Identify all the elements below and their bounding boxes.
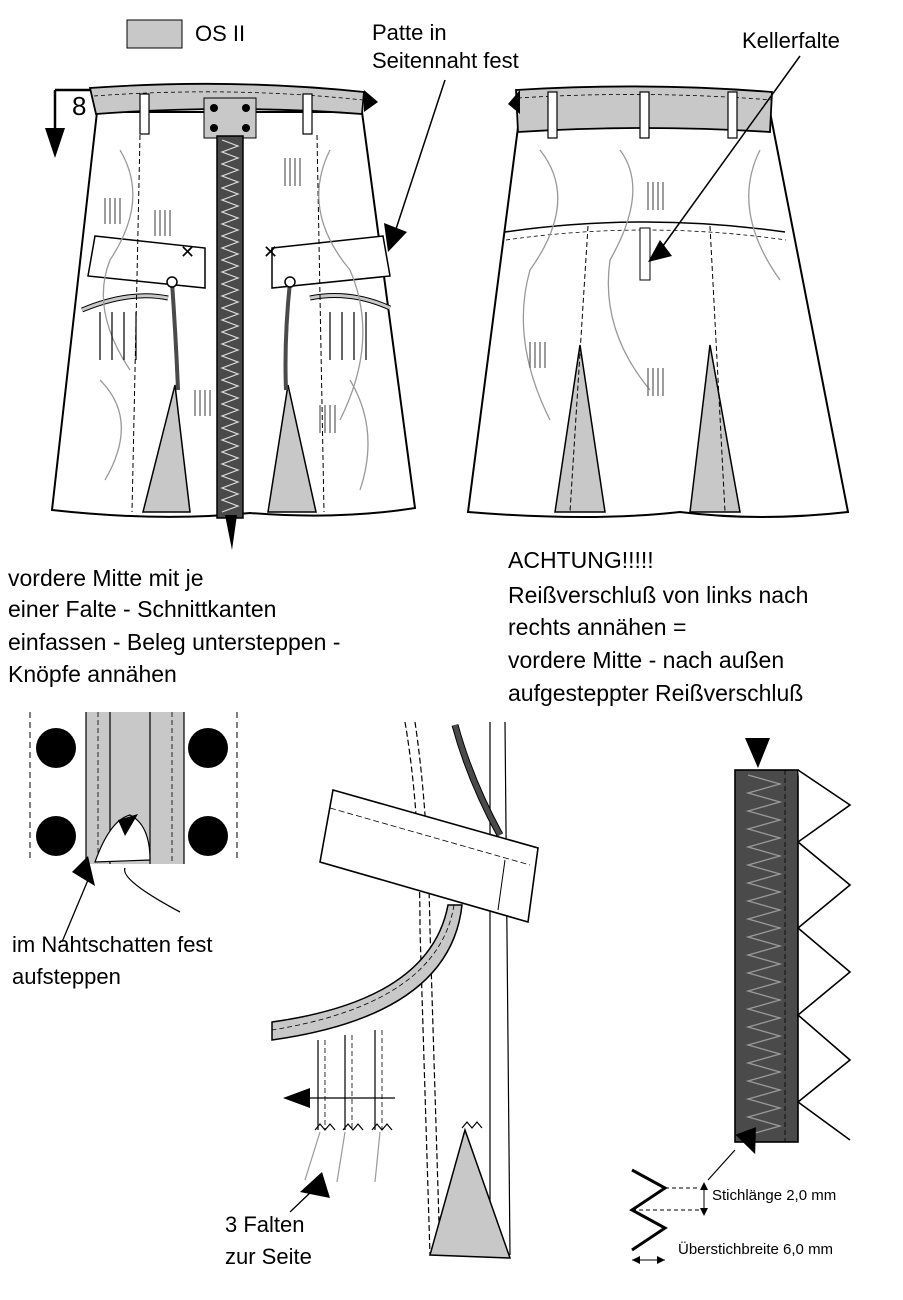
patte-line-1: Patte in [372,20,447,45]
warning-line-2: Reißverschluß von links nach [508,582,809,608]
legend-label: OS II [195,21,246,46]
stichlaenge-label: Stichlänge 2,0 mm [712,1187,837,1204]
ueberstich-label: Überstichbreite 6,0 mm [678,1241,834,1258]
front-note-1: vordere Mitte mit je [8,565,204,591]
warning-line-3: rechts annähen = [508,614,687,640]
pocket-band-detail [271,721,539,1259]
zipper-detail [707,738,852,1181]
warning-line-4: vordere Mitte - nach außen [508,647,785,673]
warning-line-5: aufgesteppter Reißverschluß [508,680,804,706]
nahtschatten-line-2: aufsteppen [12,964,121,989]
patte-line-2: Seitennaht fest [372,48,519,73]
front-note-3: einfassen - Beleg untersteppen - [8,629,341,655]
legend-swatch [126,19,183,49]
step-number: 8 [72,91,87,121]
falten-line-2: zur Seite [225,1244,312,1269]
kellerfalte-label: Kellerfalte [742,28,840,53]
button-band-detail [29,712,238,943]
front-note-4: Knöpfe annähen [8,661,177,687]
front-skirt: ✕ ✕ [50,82,417,550]
warning-title: ACHTUNG!!!!! [508,547,654,573]
nahtschatten-line-1: im Nahtschatten fest [12,932,213,957]
svg-text:✕: ✕ [180,242,195,262]
zigzag-stitch-icon [629,1168,708,1264]
svg-text:✕: ✕ [263,242,278,262]
back-skirt [466,85,850,518]
front-note-2: einer Falte - Schnittkanten [8,596,277,622]
falten-line-1: 3 Falten [225,1212,305,1237]
